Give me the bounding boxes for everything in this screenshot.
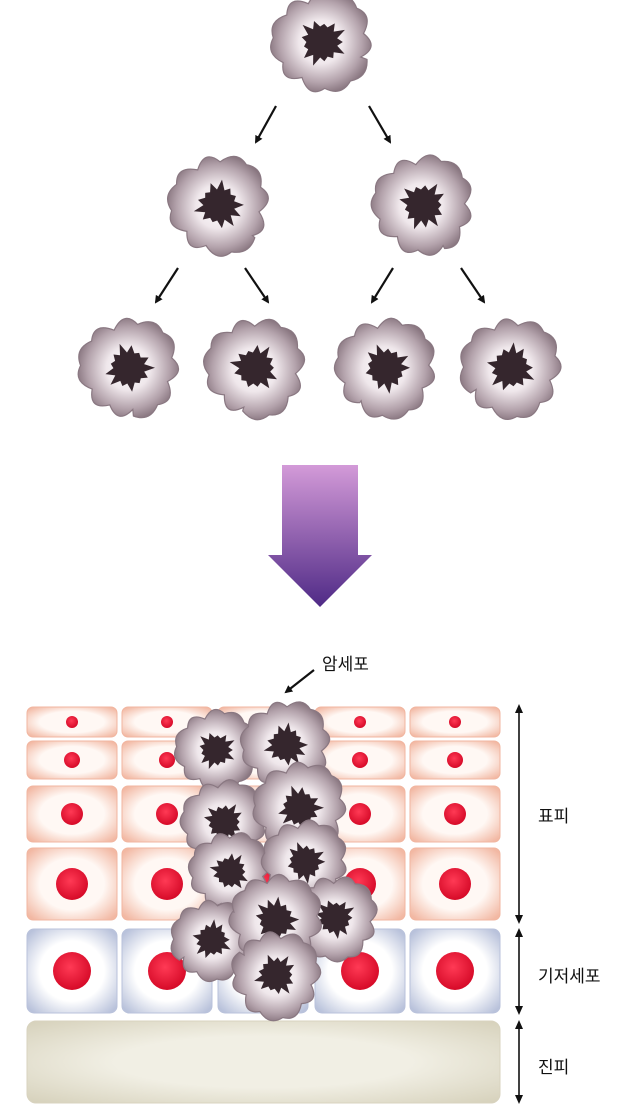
cell-core-icon [229,345,277,389]
nucleus [444,803,466,825]
nucleus [66,716,78,728]
layer-scale-arrows [515,704,523,1104]
nucleus [341,952,379,990]
cancer-cell-icon [370,154,472,256]
basal-cell [409,928,501,1014]
cell-core-icon [209,853,248,889]
epidermis-cell [26,785,118,843]
division-arrow [460,267,486,304]
cell-core-icon [278,785,324,830]
nucleus [156,803,178,825]
epidermis-cell [26,706,118,738]
nucleus [354,716,366,728]
cancer-cell-pointer-arrow [284,669,315,694]
cancer-cell-icon [203,318,306,421]
division-arrow [370,267,394,304]
cell-core-icon [301,21,345,66]
epidermis-cell [314,706,406,738]
cancer-cell-icon [167,155,269,257]
division-arrow [154,267,179,304]
nucleus [61,803,83,825]
cell-core-icon [105,343,155,392]
cell-core-icon [365,344,410,394]
cell-core-icon [314,900,355,939]
cell-core-icon [263,722,308,766]
cell-core-icon [193,179,244,229]
cell-core-icon [204,804,242,843]
basal-cell [26,928,118,1014]
nucleus [447,752,463,768]
cell-core-icon [287,842,326,884]
cell-core-icon [199,733,235,769]
basal-cell-label: 기저세포 [538,967,601,987]
big-down-arrow-icon [268,465,372,607]
cell-core-icon [192,919,231,958]
nucleus [161,716,173,728]
division-arrows [154,105,486,304]
nucleus [53,952,91,990]
cell-core-icon [254,954,295,994]
epidermis-label: 표피 [538,807,570,827]
cancer-cell-label: 암세포 [322,655,369,675]
cancer-cell-icon [231,931,322,1022]
cell-core-icon [487,342,535,391]
nucleus [151,868,183,900]
epidermis-cell [409,847,501,921]
cancer-cell-icon [333,317,435,420]
nucleus [439,868,471,900]
cancer-cell-icon [174,708,257,791]
epidermis-cell [26,847,118,921]
division-arrow [244,267,270,304]
division-tree [77,0,562,421]
dermis-layer [26,1020,501,1104]
epidermis-cell [409,740,501,780]
nucleus [56,868,88,900]
epidermis-cell [409,785,501,843]
dermis-label: 진피 [538,1058,570,1078]
tumor-cluster [170,701,378,1022]
division-arrow [368,105,392,144]
nucleus [449,716,461,728]
cancer-cell-icon [270,0,372,93]
nucleus [436,952,474,990]
nucleus [352,752,368,768]
epidermis-cell [26,740,118,780]
nucleus [64,752,80,768]
cancer-cell-icon [77,317,179,419]
cell-core-icon [255,896,300,943]
nucleus [349,803,371,825]
nucleus [159,752,175,768]
epidermis-cell [409,706,501,738]
division-arrow [255,105,277,144]
nucleus [148,952,186,990]
cell-core-icon [399,183,444,230]
cancer-cell-icon [459,318,562,420]
